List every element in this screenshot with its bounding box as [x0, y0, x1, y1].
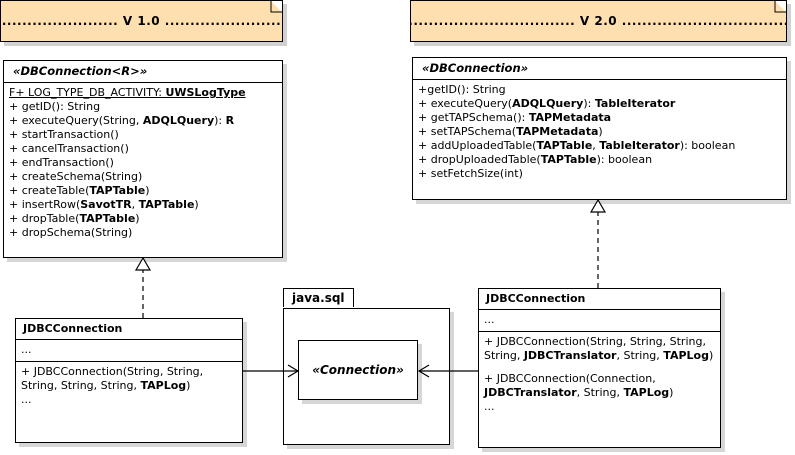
- member-createschema: + createSchema(String): [9, 170, 143, 183]
- operation-jdbcconnection-ctor-2: + JDBCConnection(Connection, JDBCTransla…: [484, 372, 674, 399]
- note-fold-corner-icon: [775, 1, 786, 12]
- class-dbconnection-v1-title: «DBConnection<R>»: [4, 61, 282, 83]
- note-v1: ........................ V 1.0 .........…: [0, 0, 283, 42]
- class-jdbcconnection-v2[interactable]: JDBCConnection ... + JDBCConnection(Stri…: [478, 288, 721, 448]
- operation-ellipsis: ...: [21, 393, 32, 406]
- member-gettapschema: + getTAPSchema(): TAPMetadata: [418, 111, 612, 124]
- member-insertrow: + insertRow(SavotTR, TAPTable): [9, 198, 199, 211]
- member-endtransaction: + endTransaction(): [9, 156, 114, 169]
- class-jdbcconnection-v1-title: JDBCConnection: [16, 319, 242, 340]
- class-dbconnection-v2[interactable]: «DBConnection» +getID(): String + execut…: [412, 57, 787, 200]
- class-jdbcconnection-v2-title: JDBCConnection: [479, 289, 720, 310]
- note-fold-corner-icon: [271, 1, 282, 12]
- member-adduploadedtable: + addUploadedTable(TAPTable, TableIterat…: [418, 139, 736, 152]
- member-canceltransaction: + cancelTransaction(): [9, 142, 129, 155]
- class-jdbcconnection-v1-attributes: ...: [16, 340, 242, 362]
- member-settapschema: + setTAPSchema(TAPMetadata): [418, 125, 603, 138]
- note-fold-line-icon: [270, 1, 282, 13]
- member-starttransaction: + startTransaction(): [9, 128, 119, 141]
- member-dropuploadedtable: + dropUploadedTable(TAPTable): boolean: [418, 153, 653, 166]
- class-jdbcconnection-v1-operations: + JDBCConnection(String, String, String,…: [16, 362, 242, 411]
- member-executequery: + executeQuery(ADQLQuery): TableIterator: [418, 97, 676, 110]
- package-java-sql-tab[interactable]: java.sql: [283, 288, 354, 307]
- note-v1-text: ........................ V 1.0 .........…: [0, 14, 283, 28]
- operation-jdbcconnection-ctor-1: + JDBCConnection(String, String, String,…: [484, 335, 714, 362]
- edge-realization-v2: [589, 198, 607, 288]
- class-jdbcconnection-v2-operations: + JDBCConnection(String, String, String,…: [479, 332, 720, 418]
- operation-jdbcconnection-ctor: + JDBCConnection(String, String, String,…: [21, 365, 204, 392]
- interface-connection[interactable]: «Connection»: [298, 340, 418, 400]
- member-getid: + getID(): String: [9, 100, 101, 113]
- class-dbconnection-v1-members: F+ LOG_TYPE_DB_ACTIVITY: UWSLogType + ge…: [4, 83, 282, 244]
- class-dbconnection-v2-members: +getID(): String + executeQuery(ADQLQuer…: [413, 80, 786, 185]
- edge-realization-v1: [134, 256, 152, 318]
- class-jdbcconnection-v2-attributes: ...: [479, 310, 720, 332]
- note-v2-text: ................................. V 2.0 …: [410, 14, 787, 28]
- class-dbconnection-v1[interactable]: «DBConnection<R>» F+ LOG_TYPE_DB_ACTIVIT…: [3, 60, 283, 258]
- member-setfetchsize: + setFetchSize(int): [418, 167, 523, 180]
- interface-connection-label: «Connection»: [312, 363, 404, 377]
- operation-ellipsis: ...: [484, 400, 495, 413]
- operation-spacer: [484, 363, 714, 372]
- class-jdbcconnection-v1[interactable]: JDBCConnection ... + JDBCConnection(Stri…: [15, 318, 243, 443]
- member-dropschema: + dropSchema(String): [9, 226, 133, 239]
- attribute-ellipsis: ...: [21, 343, 32, 356]
- member-createtable: + createTable(TAPTable): [9, 184, 150, 197]
- member-droptable: + dropTable(TAPTable): [9, 212, 140, 225]
- member-log-type-db-activity: F+ LOG_TYPE_DB_ACTIVITY: UWSLogType: [9, 86, 246, 99]
- note-fold-line-icon: [774, 1, 786, 13]
- attribute-ellipsis: ...: [484, 313, 495, 326]
- member-getid: +getID(): String: [418, 83, 506, 96]
- package-java-sql-label: java.sql: [292, 291, 345, 305]
- member-executequery: + executeQuery(String, ADQLQuery): R: [9, 114, 235, 127]
- class-dbconnection-v2-title: «DBConnection»: [413, 58, 786, 80]
- note-v2: ................................. V 2.0 …: [410, 0, 787, 42]
